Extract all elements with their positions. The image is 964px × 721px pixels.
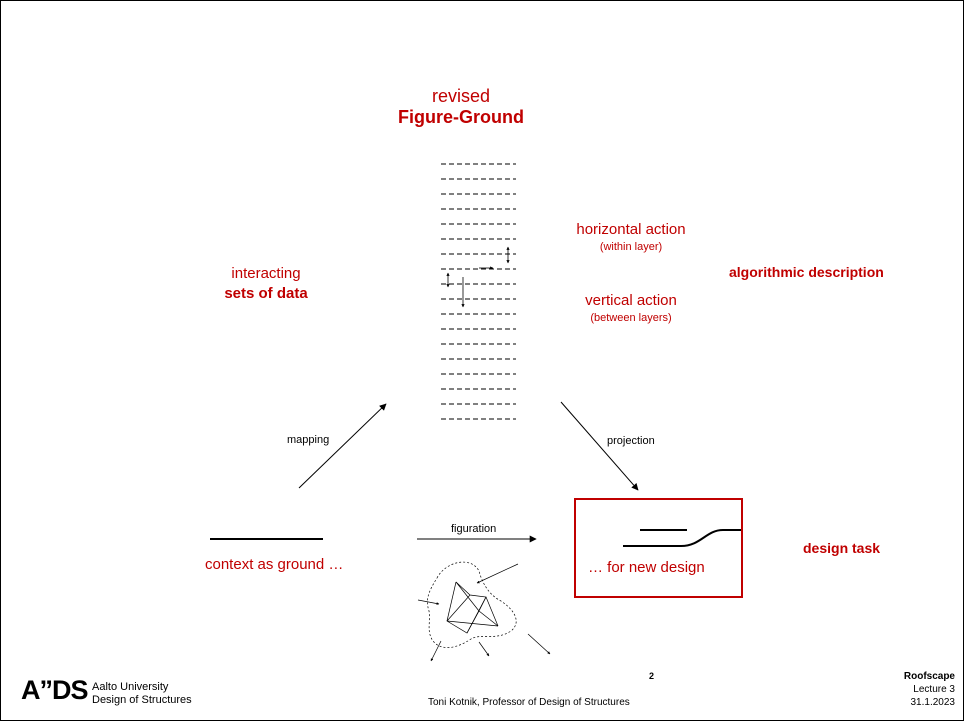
design-lines [623,529,741,547]
author-line: Toni Kotnik, Professor of Design of Stru… [428,697,630,708]
label-for-new-design: … for new design [588,559,705,576]
label-design-task: design task [803,540,881,556]
page-number: 2 [649,671,655,681]
label-algorithmic-description: algorithmic description [729,264,884,280]
lecture-number: Lecture 3 [913,684,955,695]
label-mapping: mapping [287,434,330,446]
lecture-date: 31.1.2023 [910,697,956,708]
title-figure-ground: Figure-Ground [398,107,524,127]
label-within-layer: (within layer) [599,241,663,253]
course-name: Roofscape [903,671,955,682]
projection-arrow [560,401,639,491]
label-figuration: figuration [451,523,497,535]
interaction-arrows [446,246,510,308]
label-sets-of-data: sets of data [224,285,308,302]
aalto-logo: A”DS [21,675,89,705]
label-context-as-ground: context as ground … [205,556,344,573]
org-line2: Design of Structures [92,694,192,706]
label-between-layers: (between layers) [590,312,672,324]
title-revised: revised [431,86,491,106]
label-projection: projection [607,435,655,447]
layer-stack [441,163,516,420]
figuration-network [417,561,551,662]
label-vertical-action: vertical action [585,292,677,309]
label-horizontal-action: horizontal action [576,221,686,238]
org-line1: Aalto University [92,681,169,693]
label-interacting: interacting [231,265,301,282]
mapping-arrow [298,403,387,489]
design-task-box [574,498,743,598]
